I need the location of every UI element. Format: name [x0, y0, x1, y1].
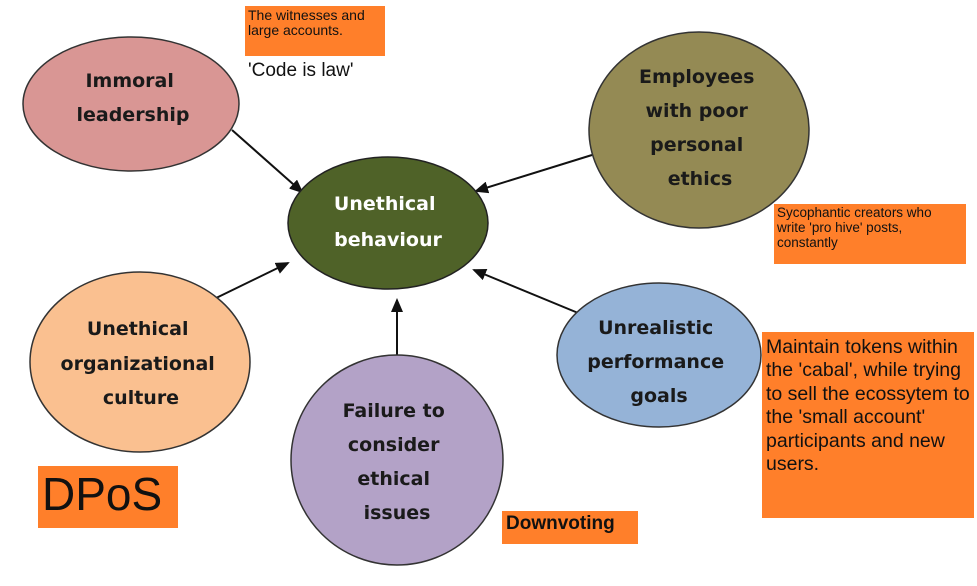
node-failure-ethical-issues-label: Failure to consider ethical issues — [343, 400, 452, 524]
node-failure-ethical-issues: Failure to consider ethical issues — [290, 354, 504, 566]
node-unethical-culture-label: Unethical organizational culture — [61, 318, 222, 409]
node-immoral-leadership: Immoral leadership — [22, 36, 240, 172]
arrow-immoral-leadership — [231, 129, 304, 194]
node-center-label: Unethical behaviour — [334, 193, 443, 251]
node-immoral-leadership-label: Immoral leadership — [76, 70, 189, 126]
annotation-downvoting: Downvoting — [502, 511, 638, 544]
node-unethical-culture-ellipse — [29, 271, 251, 453]
node-immoral-leadership-ellipse — [22, 36, 240, 172]
annotation-code-is-law: 'Code is law' — [248, 60, 354, 81]
node-unrealistic-goals: Unrealistic performance goals — [556, 282, 762, 428]
annotation-witnesses: The witnesses and large accounts. — [245, 6, 385, 56]
node-employees-poor-ethics-ellipse — [588, 31, 810, 229]
arrow-employees-poor-ethics — [474, 154, 593, 194]
annotation-tokens: Maintain tokens within the 'cabal', whil… — [762, 332, 974, 518]
node-failure-ethical-issues-ellipse — [290, 354, 504, 566]
annotation-sycophantic: Sycophantic creators who write 'pro hive… — [774, 204, 966, 264]
node-unethical-culture: Unethical organizational culture — [29, 271, 251, 453]
node-unrealistic-goals-ellipse — [556, 282, 762, 428]
node-center-ellipse — [287, 156, 489, 290]
annotation-dpos: DPoS — [38, 466, 178, 528]
node-employees-poor-ethics-label: Employees with poor personal ethics — [639, 66, 761, 190]
node-employees-poor-ethics: Employees with poor personal ethics — [588, 31, 810, 229]
arrow-unethical-culture — [211, 262, 290, 301]
node-center-unethical-behaviour: Unethical behaviour — [287, 156, 489, 290]
node-unrealistic-goals-label: Unrealistic performance goals — [587, 317, 730, 407]
arrow-unrealistic-goals — [472, 269, 584, 316]
